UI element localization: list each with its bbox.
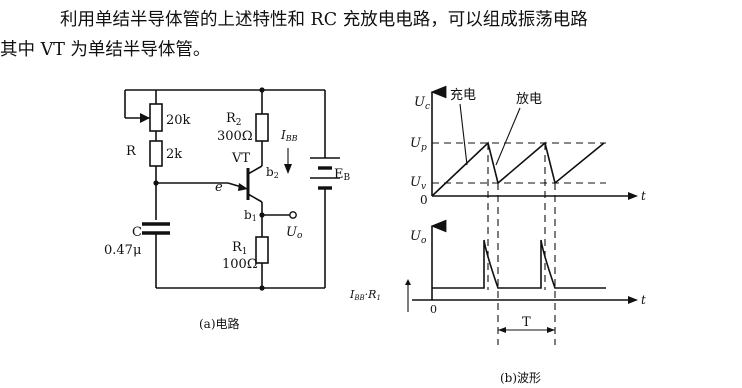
r-fixed-label: 2k xyxy=(166,147,182,162)
t-label-top: t xyxy=(641,189,646,203)
resistor-r1 xyxy=(255,236,269,264)
discharge-label: 放电 xyxy=(516,92,542,107)
waveform-diagram: Uc 充电 放电 Up Uv 0 t Uo IBB·R1 0 t T (b)波形 xyxy=(349,85,646,385)
pot-value-label: 20k xyxy=(166,113,191,128)
discharge-pointer xyxy=(495,107,521,166)
uo-pulse-train xyxy=(432,239,606,289)
uo-label: Uo xyxy=(286,225,303,241)
waveform-caption: (b)波形 xyxy=(500,371,541,385)
paragraph-line-2: 其中 VT 为单结半导体管。 xyxy=(0,40,211,60)
ibb-r1-label: IBB·R1 xyxy=(349,288,381,302)
r2-value: 300Ω xyxy=(217,129,253,144)
pot-wiper-arrow xyxy=(140,113,150,123)
output-terminal xyxy=(289,211,297,219)
e-label: e xyxy=(215,180,223,195)
origin-top: 0 xyxy=(420,193,428,207)
charge-label: 充电 xyxy=(450,87,476,103)
t-label-bottom: t xyxy=(641,293,646,307)
paragraph-line-1: 利用单结半导体管的上述特性和 RC 充放电电路，可以组成振荡电路 xyxy=(60,10,588,30)
uc-axis-label: Uc xyxy=(414,95,430,112)
potentiometer-20k xyxy=(149,103,163,132)
b1-label: b1 xyxy=(244,208,257,223)
circuit-diagram: 20k R 2k R2 300Ω VT IBB b2 EB e b1 Uo C … xyxy=(104,87,351,331)
r1-label: R1 xyxy=(232,240,248,257)
b2-label: b2 xyxy=(266,165,279,180)
c-value: 0.47μ xyxy=(104,243,141,258)
uo-axis-label: Uo xyxy=(410,229,427,246)
r1-value: 100Ω xyxy=(222,257,258,272)
circuit-caption: (a)电路 xyxy=(199,316,240,331)
r2-label: R2 xyxy=(226,111,242,128)
vt-label: VT xyxy=(231,151,250,166)
resistor-2k xyxy=(149,140,163,167)
resistor-r2 xyxy=(255,113,269,142)
c-label: C xyxy=(132,225,142,240)
r-label: R xyxy=(126,144,137,159)
ibb-label: IBB xyxy=(280,128,298,143)
up-label: Up xyxy=(410,136,427,153)
emitter-arrow xyxy=(238,183,248,191)
origin-bottom: 0 xyxy=(430,303,437,316)
period-label: T xyxy=(522,315,531,330)
charge-pointer xyxy=(459,103,468,166)
uv-label: Uv xyxy=(410,175,426,192)
uc-sawtooth xyxy=(431,141,605,197)
eb-label: EB xyxy=(334,167,351,183)
